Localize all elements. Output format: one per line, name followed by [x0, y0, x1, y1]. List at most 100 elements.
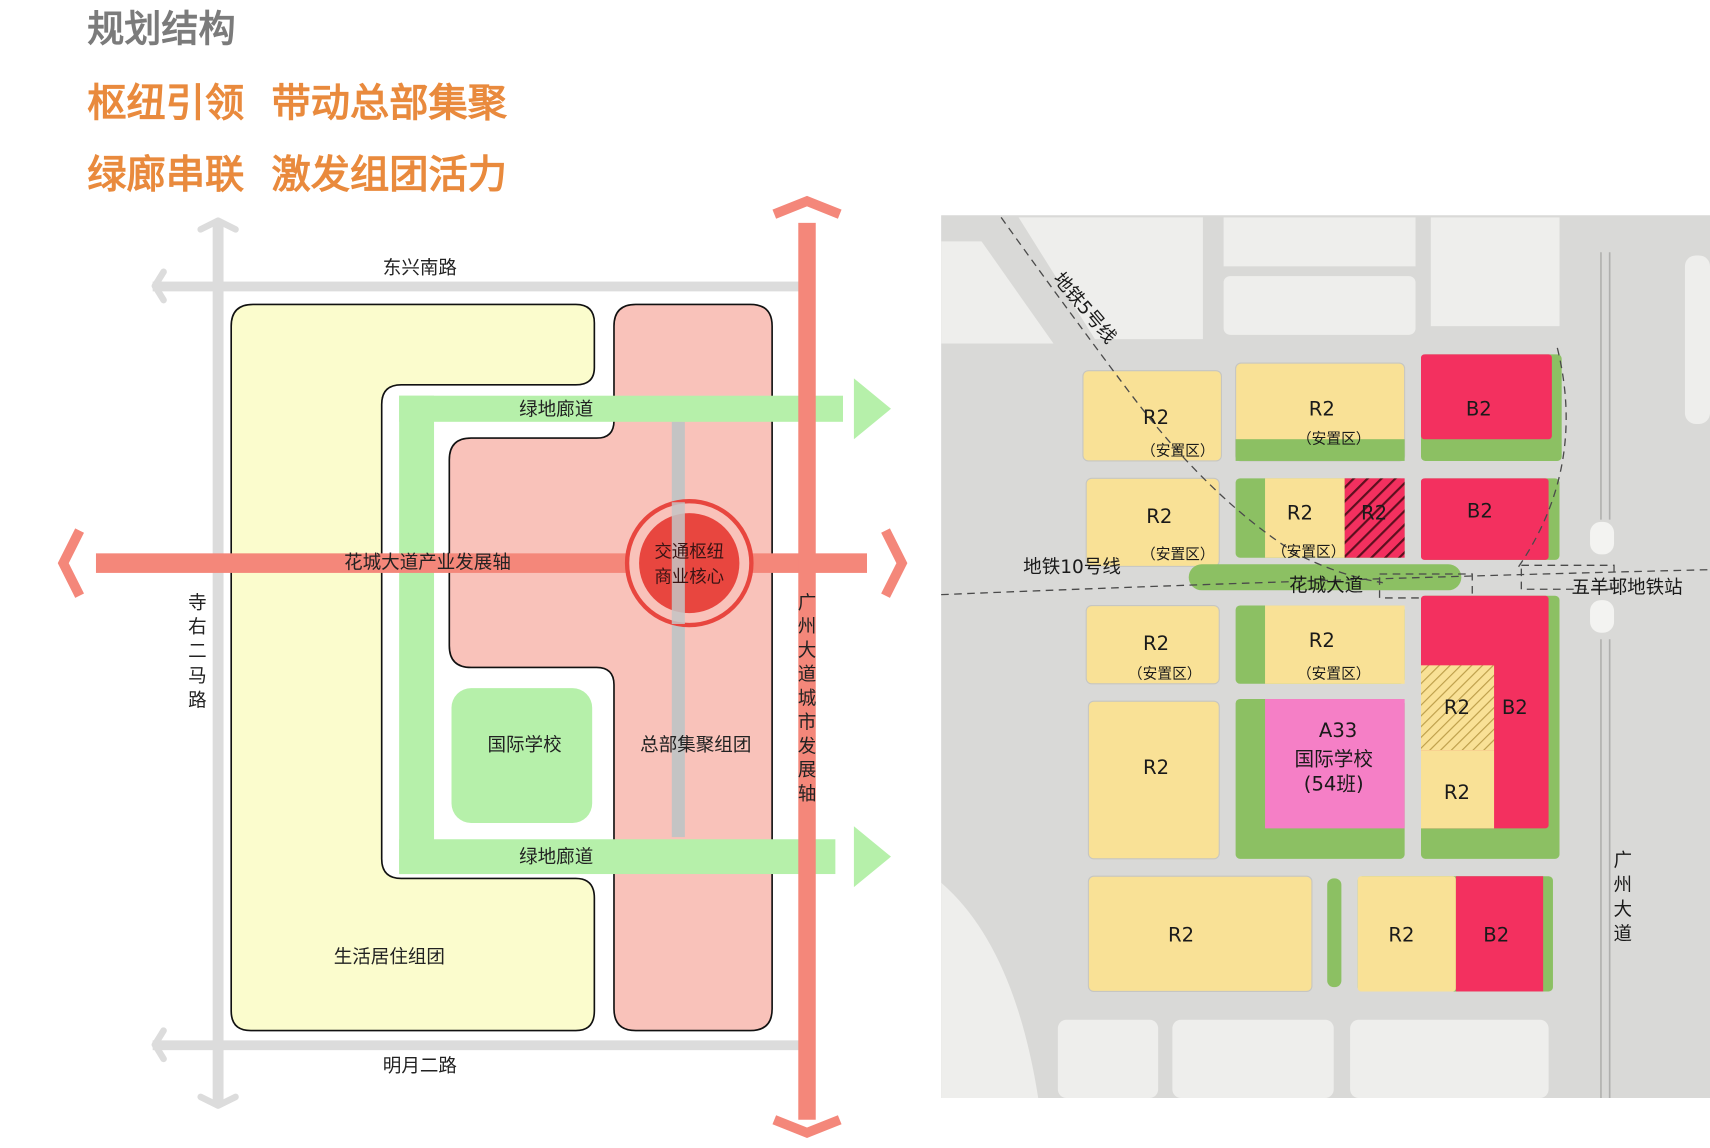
international-school-block [451, 688, 593, 823]
parcel-r2 [1087, 700, 1220, 860]
map-land-patch [1223, 276, 1416, 335]
parcel-code: R2 [1143, 406, 1169, 429]
parcel-note: （安置区） [1297, 665, 1371, 682]
parcel-b2-fill [1455, 876, 1544, 992]
parcel-code: R2 [1444, 696, 1470, 719]
map-land-patch [1172, 1019, 1334, 1098]
parcel-note: （安置区） [1272, 544, 1346, 561]
metro-station-label: 五羊邨地铁站 [1572, 578, 1683, 599]
south-road-label: 明月二路 [383, 1056, 457, 1077]
south-road [152, 1040, 802, 1051]
parcel-code: R2 [1309, 629, 1335, 652]
parcel-code: R2 [1444, 781, 1470, 804]
guangzhou-axis-label: 广州大道城市发展轴 [798, 593, 817, 805]
guangzhou-axis [798, 222, 816, 1120]
map-land-patch [1350, 1019, 1549, 1098]
metro-station-box [1520, 564, 1615, 590]
huacheng-axis-east-arrow [881, 528, 908, 598]
map-land-patch [941, 882, 1039, 1098]
parcel-r2-hatched-red [1344, 478, 1405, 558]
north-road [152, 281, 802, 292]
parcel-code: R2 [1146, 505, 1172, 528]
west-road-north-arrow [197, 217, 239, 233]
header: 规划结构 枢纽引领 带动总部集聚 绿廊串联 激发组团活力 [87, 7, 508, 198]
west-road [212, 220, 224, 1104]
map-land-patch [941, 241, 1054, 344]
parcel-code: B2 [1483, 923, 1509, 946]
headquarters-inner-axis-overlay [671, 502, 685, 625]
structure-diagram: 东兴南路 明月二路 寺右二马路 绿地廊道 绿地廊道 花城大道产业发展轴 广州大道… [57, 195, 908, 1139]
parcel-code: R2 [1143, 632, 1169, 655]
parcel-code: B2 [1502, 696, 1528, 719]
green-corridor-south-arrow [853, 826, 891, 888]
parcel-r2-hatched-yellow [1421, 665, 1495, 751]
parcel-code: B2 [1466, 397, 1492, 420]
parcel-b2-with-green [1421, 354, 1562, 461]
parcel-r2-b2-pair [1357, 876, 1553, 992]
metro-line-10-label: 地铁10号线 [1023, 557, 1121, 578]
map-land-patch [1057, 1019, 1159, 1098]
huacheng-axis-west-arrow [57, 528, 85, 598]
headquarters-inner-axis [671, 421, 685, 838]
map-land-patch [1430, 217, 1560, 327]
green-corridor-north-label: 绿地廊道 [519, 399, 593, 420]
headquarters-cluster-label: 总部集聚组团 [640, 735, 751, 756]
west-road-south-arrow [197, 1093, 239, 1109]
map-land-patch [1684, 255, 1710, 424]
huacheng-axis-label: 花城大道产业发展轴 [344, 553, 511, 574]
green-corridor-south [399, 839, 836, 875]
parcel-r2-fill [1357, 876, 1456, 992]
parcel-code: R2 [1168, 923, 1194, 946]
parcel-note: （安置区） [1141, 546, 1215, 563]
parcel-code: R2 [1287, 502, 1313, 525]
roundabout-island [1590, 600, 1615, 633]
parcel-r2 [1085, 477, 1220, 567]
parcel-r2-fill [1421, 750, 1495, 829]
parcel-name: 国际学校 [1295, 747, 1373, 770]
metro-line-5 [1000, 217, 1383, 584]
west-road-label: 寺右二马路 [188, 593, 207, 712]
parcel-note: （安置区） [1128, 665, 1202, 682]
parcel-code: R2 [1309, 397, 1335, 420]
green-corridor-vertical [399, 395, 435, 875]
guangzhou-axis-south-arrow [772, 1115, 842, 1139]
huacheng-avenue-median [1188, 564, 1462, 591]
metro-line-5-north [1517, 347, 1567, 568]
parcel-b2-l-block [1421, 595, 1560, 859]
green-corridor-north [399, 395, 844, 422]
parcel-code: R2 [1361, 502, 1387, 525]
parcel-code: A33 [1319, 719, 1357, 742]
parcel-note: （安置区） [1297, 431, 1371, 448]
green-corridor [399, 378, 891, 888]
parcel-r2 [1087, 875, 1313, 992]
parcel-r2-fill [1265, 478, 1345, 558]
roundabout-island [1590, 521, 1615, 555]
residential-cluster-label: 生活居住组团 [334, 947, 445, 968]
parcel-r2-with-green [1235, 362, 1406, 462]
parcel-code: R2 [1388, 923, 1414, 946]
parcel-r2-mixed [1235, 478, 1405, 558]
huacheng-avenue-label: 花城大道 [1289, 575, 1363, 596]
parcel-code: B2 [1467, 499, 1493, 522]
slogan-line-2: 绿廊串联 激发组团活力 [87, 153, 507, 198]
north-road-arrow [151, 268, 167, 304]
parcel-a33-fill [1265, 699, 1405, 829]
page-title: 规划结构 [87, 7, 235, 50]
green-strip [1235, 439, 1405, 461]
metro-line-10 [941, 568, 1710, 596]
parcel-code: R2 [1143, 756, 1169, 779]
parcel-r2-fill [1265, 605, 1405, 684]
transport-core [639, 513, 740, 614]
parcel-note: （安置区） [1141, 443, 1215, 460]
guangzhou-axis-north-arrow [772, 195, 842, 219]
parcel-r2-with-green [1235, 605, 1405, 684]
international-school-label: 国际学校 [487, 735, 561, 756]
map-land-patch [1018, 217, 1203, 340]
south-road-arrow [151, 1027, 167, 1063]
parcel-r2 [1085, 604, 1220, 685]
slogan-line-1: 枢纽引领 带动总部集聚 [87, 81, 508, 126]
parcel-r2 [1082, 370, 1222, 462]
land-use-map: R2 （安置区） R2 （安置区） B2 R2 （安置区） R2 （安置区） R… [941, 215, 1710, 1098]
north-road-label: 东兴南路 [383, 258, 457, 279]
